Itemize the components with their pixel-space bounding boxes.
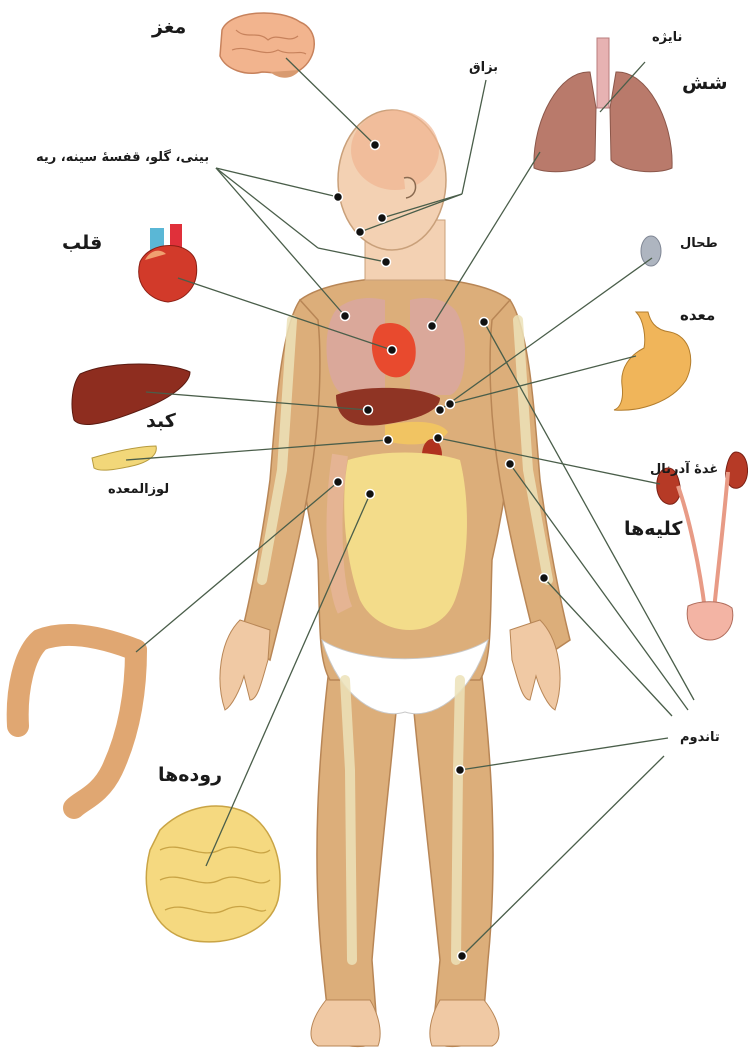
spleen-illustration <box>641 236 661 266</box>
label-intestines: روده‌ها <box>158 764 222 786</box>
left-foot <box>311 1000 380 1046</box>
kidneys-illustration <box>657 452 748 640</box>
colon-illustration <box>18 635 136 808</box>
heart-illustration <box>139 224 197 302</box>
left-leg <box>317 660 398 1046</box>
label-stomach: معده <box>680 306 715 324</box>
label-adrenal: غدهٔ آدرنال <box>650 462 718 477</box>
label-liver: کبد <box>146 410 176 432</box>
label-spleen: طحال <box>680 236 718 251</box>
label-nose-throat: بینی، گلو، قفسهٔ سینه، ریه <box>36 150 209 165</box>
right-foot <box>430 1000 499 1046</box>
label-lung: شش <box>682 72 728 94</box>
small-intestine-illustration <box>146 806 280 942</box>
brain-illustration <box>220 13 314 78</box>
brain-region <box>351 110 439 190</box>
label-heart: قلب <box>62 232 102 254</box>
stomach-illustration <box>614 312 691 410</box>
label-brain: مغز <box>152 16 186 38</box>
label-tendon: تاندوم <box>680 730 720 745</box>
label-pancreas: لوزالمعده <box>108 482 169 497</box>
left-hand <box>220 620 270 710</box>
body-intestines <box>344 453 467 631</box>
lungs-illustration <box>534 38 672 172</box>
label-kidneys: کلیه‌ها <box>624 518 682 540</box>
label-trachea: نایژه <box>652 30 682 45</box>
label-saliva: بزاق <box>469 60 498 75</box>
